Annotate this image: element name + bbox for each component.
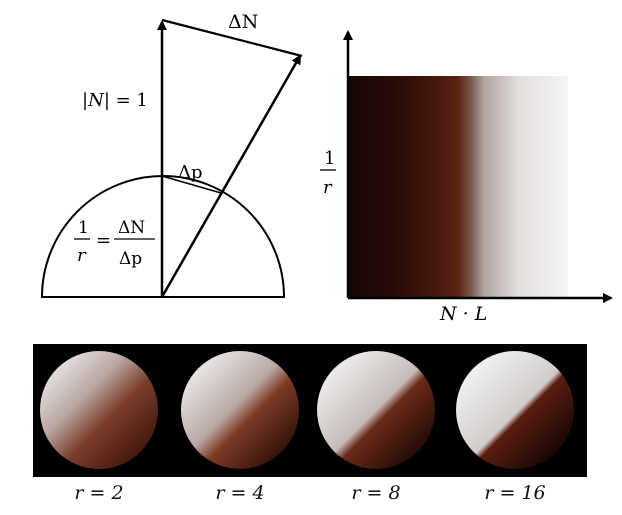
eq-num-right: ΔN xyxy=(118,218,145,238)
norm-label: |N| = 1 xyxy=(82,90,148,111)
eq-equals: = xyxy=(96,230,111,251)
lookup-texture-plot: 1 r N · L xyxy=(320,30,613,325)
y-label-den: r xyxy=(323,177,333,198)
delta-p-label: Δp xyxy=(178,162,203,183)
delta-p-segment xyxy=(161,175,222,194)
normal-diagonal-arrow xyxy=(160,54,302,298)
sphere-strip xyxy=(33,344,587,477)
eq-den-right: Δp xyxy=(119,249,142,269)
sphere-r2 xyxy=(40,351,158,469)
sphere-label-r16: r = 16 xyxy=(484,482,546,504)
sphere-label-r4: r = 4 xyxy=(215,482,265,504)
y-label-num: 1 xyxy=(324,148,335,169)
lookup-texture xyxy=(348,76,568,298)
eq-num-left: 1 xyxy=(78,218,89,238)
sphere-r8 xyxy=(317,351,435,469)
x-axis-label: N · L xyxy=(439,303,487,325)
sphere-r16 xyxy=(456,351,574,469)
sphere-r4 xyxy=(181,351,299,469)
curvature-diagram: ΔN |N| = 1 Δp 1 r = ΔN Δp xyxy=(40,11,303,298)
sphere-label-r8: r = 8 xyxy=(351,482,401,504)
eq-den-left: r xyxy=(77,245,87,266)
delta-n-label: ΔN xyxy=(228,11,258,33)
sphere-label-r2: r = 2 xyxy=(74,482,124,504)
curvature-equation: 1 r = ΔN Δp xyxy=(74,218,155,269)
delta-n-line xyxy=(161,18,303,58)
